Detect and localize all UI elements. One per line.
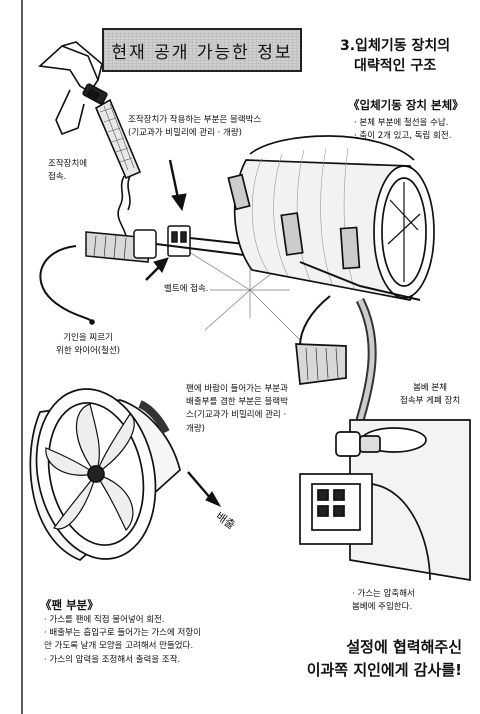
connector-belt-drawing: [39, 225, 301, 325]
belt-label: 벨트에 접속.: [164, 284, 209, 294]
fan-assembly-drawing: [29, 388, 181, 561]
pointer-arrows: [145, 159, 222, 508]
title-text: 현재 공개 가능한 정보: [111, 42, 293, 63]
main-body-bullets: · 본체 부분에 철선을 수납. · 축이 2개 있고, 독립 회전.: [354, 117, 451, 143]
cylinder-body-drawing: [227, 135, 435, 422]
heading-line-1: 3.입체기동 장치의: [340, 38, 451, 54]
fan-part-bullet-4: · 가스의 압력을 조정해서 출력을 조작.: [44, 654, 181, 665]
thanks-line-2: 이과쪽 지인에게 감사를!: [306, 661, 462, 680]
heading-line-2: 대략적인 구조: [353, 58, 437, 75]
thanks-line-1: 설정에 협력해주신: [346, 638, 462, 656]
controller-label-line-2: (기교과가 비밀리에 관리 · 개량): [128, 128, 242, 139]
fan-part-bullet-2: · 배출부는 흡입구로 들어가는 가스에 저항이: [44, 628, 201, 639]
compression-note-line-1: · 가스는 압축해서: [352, 589, 415, 599]
wire-label-line-2: 위한 와이어(철선): [56, 346, 121, 357]
cylinder-connector-drawing: [299, 419, 471, 582]
title-box: 현재 공개 가능한 정보: [102, 28, 302, 72]
main-body-header: 《입체기동 장치 본체》: [348, 98, 464, 112]
fan-blackbox-line-4: 개량): [186, 423, 205, 434]
fan-blackbox-label: 팬에 바람이 들어가는 부분과 배출부를 겸한 부분은 블랙박 스(기교과가 비…: [186, 383, 288, 436]
fan-part-bullets: · 가스를 팬에 직접 불어넣어 회전. · 배출부는 흡입구로 들어가는 가스…: [44, 614, 201, 667]
handle-controller-drawing: 88: [38, 41, 142, 237]
section-heading: 3.입체기동 장치의 대략적인 구조: [340, 36, 450, 77]
attached-label-line-1: 조작장치에: [48, 159, 88, 169]
wire-label: 기인을 찌르기 위한 와이어(철선): [56, 332, 120, 358]
controller-label-line-1: 조작장치가 작용하는 부분은 블랙박스: [128, 115, 262, 125]
attached-label-line-2: 접속.: [48, 172, 67, 183]
controller-label: 조작장치가 작용하는 부분은 블랙박스 (기교과가 비밀리에 관리 · 개량): [128, 114, 261, 140]
cylinder-connector-label: 봄베 본체 접속부 게폐 장치: [400, 382, 460, 408]
cylinder-connector-line-1: 봄베 본체: [413, 383, 448, 393]
attached-label: 조작장치에 접속.: [48, 158, 87, 184]
compression-note: · 가스는 압축해서 봄베에 주입한다.: [352, 588, 415, 614]
fan-part-header: 《팬 부분》: [40, 598, 99, 612]
wire-label-line-1: 기인을 찌르기: [63, 333, 113, 343]
compression-note-line-2: 봄베에 주입한다.: [352, 602, 413, 613]
main-body-bullet-2: · 축이 2개 있고, 독립 회전.: [354, 131, 452, 142]
thanks-note: 설정에 협력해주신 이과쪽 지인에게 감사를!: [307, 636, 462, 683]
fan-part-bullet-1: · 가스를 팬에 직접 불어넣어 회전.: [44, 615, 165, 625]
fan-blackbox-line-2: 배출부를 겸한 부분은 블랙박: [186, 397, 288, 408]
main-body-bullet-1: · 본체 부분에 철선을 수납.: [354, 118, 449, 128]
fan-part-bullet-3: 안 가도록 날개 모양을 고려해서 만들었다.: [44, 641, 194, 652]
fan-blackbox-line-3: 스(기교과가 비밀리에 관리 ·: [186, 410, 287, 421]
fan-blackbox-line-1: 팬에 바람이 들어가는 부분과: [186, 384, 288, 394]
cylinder-connector-line-2: 접속부 게폐 장치: [400, 396, 461, 407]
